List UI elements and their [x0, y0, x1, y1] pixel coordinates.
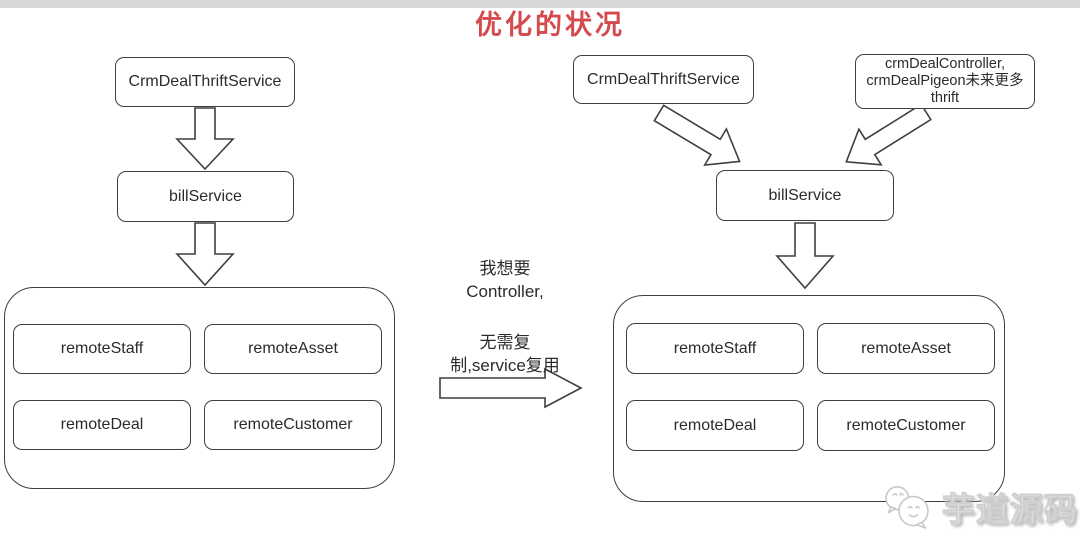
right-remote-customer-box: remoteCustomer [817, 400, 995, 451]
right-remote-staff-box: remoteStaff [626, 323, 804, 374]
right-crm-deal-controller-box: crmDealController, crmDealPigeon未来更多 thr… [855, 54, 1035, 109]
box-line: crmDealPigeon未来更多 [866, 73, 1024, 89]
left-bill-service-box: billService [117, 171, 294, 222]
watermark: 芋道源码 [878, 472, 1078, 542]
box-line: crmDealController, [884, 56, 1006, 72]
note-want-controller: 我想要 Controller, [430, 257, 580, 303]
right-bill-service-box: billService [716, 170, 894, 221]
arrow-down-right [775, 222, 835, 290]
left-remote-services-container [4, 287, 395, 489]
top-bar [0, 0, 1080, 8]
note-line: 无需复 [479, 333, 531, 352]
note-line: 制,service复用 [450, 356, 560, 375]
watermark-text: 芋道源码 [942, 491, 1078, 529]
right-remote-asset-box: remoteAsset [817, 323, 995, 374]
note-no-copy-service-reuse: 无需复 制,service复用 [420, 331, 590, 377]
page-title: 优化的状况 [475, 10, 625, 40]
box-line: thrift [930, 90, 960, 106]
note-line: Controller, [466, 282, 544, 301]
arrow-down-left-bottom [175, 222, 235, 287]
right-remote-deal-box: remoteDeal [626, 400, 804, 451]
right-crm-deal-thrift-service-box: CrmDealThriftService [573, 55, 754, 104]
arrow-right-middle [439, 367, 583, 409]
left-crm-deal-thrift-service-box: CrmDealThriftService [115, 57, 295, 107]
left-remote-deal-box: remoteDeal [13, 400, 191, 450]
left-remote-staff-box: remoteStaff [13, 324, 191, 374]
arrow-diagonal-left [653, 104, 741, 166]
left-remote-customer-box: remoteCustomer [204, 400, 382, 450]
note-line: 我想要 [479, 259, 531, 278]
arrow-diagonal-right [845, 103, 932, 166]
left-remote-asset-box: remoteAsset [204, 324, 382, 374]
chat-bubbles-icon [885, 486, 929, 529]
arrow-down-left-top [175, 107, 235, 171]
